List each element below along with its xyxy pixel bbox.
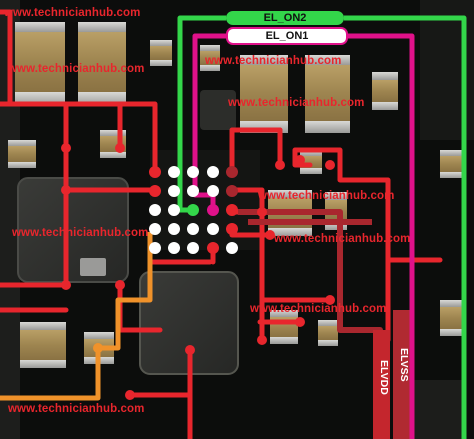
junction — [257, 335, 267, 345]
ball-white — [187, 166, 199, 178]
inductor-left — [17, 177, 129, 283]
ball-white — [207, 223, 219, 235]
elvss-bar — [393, 310, 410, 439]
capacitor — [440, 300, 466, 336]
trace — [344, 15, 467, 439]
watermark: www.technicianhub.com — [250, 303, 387, 315]
capacitor — [150, 40, 172, 66]
pad-small — [80, 258, 106, 276]
junction — [61, 143, 71, 153]
ball-dark-red — [226, 166, 238, 178]
junction — [61, 185, 71, 195]
ball-red — [207, 242, 219, 254]
orange-trace — [0, 232, 153, 401]
trace — [177, 15, 226, 213]
junction — [275, 160, 285, 170]
junction-orange — [93, 343, 103, 353]
ball-white — [207, 166, 219, 178]
ball-red — [149, 185, 161, 197]
ball-red — [226, 204, 238, 216]
ball-magenta — [207, 204, 219, 216]
elvdd-bar — [373, 330, 390, 439]
trace — [0, 232, 153, 401]
board-edge-left — [0, 0, 20, 439]
capacitor — [372, 72, 398, 110]
ic-small — [200, 90, 236, 130]
junction — [185, 345, 195, 355]
ball-white — [149, 204, 161, 216]
trace — [229, 127, 283, 175]
ball-red — [149, 166, 161, 178]
watermark: www.technicianhub.com — [8, 63, 145, 75]
signal-label-elvdd: ELVDD — [378, 360, 390, 395]
junction-dots — [61, 143, 335, 400]
ball-white — [149, 223, 161, 235]
trace — [344, 33, 415, 439]
capacitor — [270, 310, 298, 344]
ball-white — [168, 185, 180, 197]
ball-white — [187, 223, 199, 235]
capacitor — [305, 55, 350, 133]
signal-label-el-on1: EL_ON1 — [226, 27, 348, 45]
ball-red — [226, 223, 238, 235]
watermark: www.technicianhub.com — [4, 7, 141, 19]
capacitor — [200, 45, 220, 71]
junction — [295, 155, 305, 165]
watermark: www.technicianhub.com — [8, 403, 145, 415]
junction — [61, 280, 71, 290]
watermark: www.technicianhub.com — [205, 55, 342, 67]
watermark: www.technicianhub.com — [258, 190, 395, 202]
ball-white — [168, 223, 180, 235]
capacitor — [440, 150, 466, 178]
ball-white — [168, 166, 180, 178]
trace — [0, 9, 13, 107]
green-trace — [177, 15, 467, 439]
capacitor — [20, 322, 66, 368]
junction — [325, 295, 335, 305]
board-corner — [405, 380, 465, 439]
signal-label-elvss: ELVSS — [398, 348, 410, 382]
junction — [115, 280, 125, 290]
ball-green — [187, 204, 199, 216]
trace — [229, 187, 333, 303]
capacitor — [240, 55, 288, 133]
junction — [265, 230, 275, 240]
ball-white — [168, 242, 180, 254]
bga-ball-grid — [149, 166, 238, 254]
junction — [325, 160, 335, 170]
ball-white — [187, 185, 199, 197]
junction — [295, 317, 305, 327]
capacitor — [318, 320, 338, 346]
junction — [257, 207, 267, 217]
watermark: www.technicianhub.com — [228, 97, 365, 109]
junction — [125, 390, 135, 400]
watermark: www.technicianhub.com — [12, 227, 149, 239]
ball-white — [207, 185, 219, 197]
junction — [115, 143, 125, 153]
ball-white — [187, 242, 199, 254]
signal-label-el-on2: EL_ON2 — [226, 11, 344, 25]
ball-white — [149, 242, 161, 254]
trace — [0, 101, 158, 175]
ball-white — [168, 204, 180, 216]
watermark: www.technicianhub.com — [274, 233, 411, 245]
ball-dark-red — [226, 185, 238, 197]
trace — [292, 147, 391, 343]
capacitor — [8, 140, 36, 168]
ball-white — [226, 242, 238, 254]
